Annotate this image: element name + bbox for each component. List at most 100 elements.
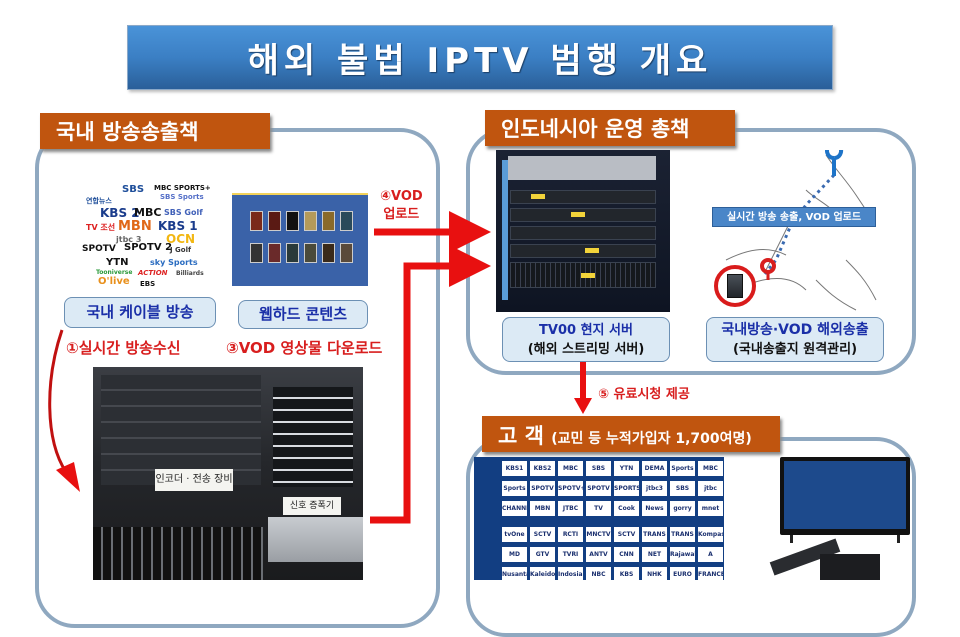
asset-tag <box>581 273 595 278</box>
overseas-broadcast-box: 국내방송·VOD 해외송출 (국내송출지 원격관리) <box>706 317 884 362</box>
movie-poster <box>340 243 353 263</box>
channel-logo: TV 조선 <box>86 223 116 232</box>
korea-pin-icon <box>825 150 844 176</box>
movie-poster <box>250 211 263 231</box>
set-top-box <box>820 554 880 580</box>
channel-tile: Kompas <box>698 527 723 542</box>
server-location-icon <box>714 265 756 307</box>
channel-tile: MBN <box>530 501 555 516</box>
asset-tag <box>531 194 545 199</box>
channel-tile: YTN <box>614 461 639 476</box>
step-4-vod-upload: ④VOD 업로드 <box>380 188 423 224</box>
channel-logo: OCN <box>166 232 196 246</box>
patch-panel <box>508 156 656 180</box>
movie-poster <box>268 211 281 231</box>
rack-server <box>510 226 656 240</box>
server-box-line1: TV00 현지 서버 <box>539 323 633 338</box>
channel-logo: O'live <box>98 276 130 287</box>
channel-tile: A <box>698 547 723 562</box>
section-label-customer: 고 객 (교민 등 누적가입자 1,700여명) <box>482 416 780 452</box>
channel-logo: SBS <box>122 184 145 195</box>
channel-tile: TRANS TV <box>642 527 667 542</box>
movie-poster <box>304 211 317 231</box>
server-box-line2: (해외 스트리밍 서버) <box>527 342 645 357</box>
channel-logo: Billiards <box>176 270 204 277</box>
channel-tile: NHK <box>642 567 667 580</box>
movie-poster <box>286 243 299 263</box>
channel-logo: SPOTV 2 <box>124 242 173 253</box>
channel-logo: SBS Sports <box>160 193 204 201</box>
channel-tile: MBC <box>698 461 723 476</box>
channel-tile: Sports <box>502 481 527 496</box>
channel-logo: J Golf <box>170 246 192 254</box>
asset-tag <box>585 248 599 253</box>
channel-tile: SPOTV <box>586 481 611 496</box>
channel-tile: TVRI <box>558 547 583 562</box>
step-4-line1: ④VOD <box>380 189 423 204</box>
encoder-ports <box>93 527 263 580</box>
step-3-vod-download: ③VOD 영상물 다운로드 <box>226 339 383 357</box>
tv-set-image <box>780 457 910 545</box>
channel-tile: SCTV <box>530 527 555 542</box>
channel-tile: FRANCE 24 <box>698 567 723 580</box>
channel-tile: KBS2 <box>530 461 555 476</box>
webhard-screenshot <box>232 193 368 286</box>
map-route-label: 실시간 방송 송출, VOD 업로드 <box>712 207 876 227</box>
channel-tile: ANTV <box>586 547 611 562</box>
channel-tile: News <box>642 501 667 516</box>
channel-tile: KBS <box>614 567 639 580</box>
channel-tile: Nusantara <box>502 567 527 580</box>
flow-arrows <box>48 211 592 524</box>
server-icon <box>727 274 743 298</box>
encoder-to-server-arrow <box>370 245 491 524</box>
movie-poster <box>322 211 335 231</box>
channel-tile: SPOTV+ <box>558 481 583 496</box>
channel-tile: DEMA <box>642 461 667 476</box>
movie-poster <box>286 211 299 231</box>
step-4-line2: 업로드 <box>383 207 420 222</box>
channel-tile: Sports <box>670 461 695 476</box>
channel-tile: KBS1 <box>502 461 527 476</box>
channel-tile: tvOne <box>502 527 527 542</box>
channel-tile: Cook <box>614 501 639 516</box>
tv-frame <box>780 457 910 535</box>
stacked-encoders <box>101 375 261 485</box>
channel-logo: jtbc 3 <box>116 235 142 244</box>
channel-logo: 연합뉴스 <box>86 197 112 205</box>
remote-box-line1: 국내방송·VOD 해외송출 <box>721 322 869 338</box>
encoder-sign: 인코더 · 전송 장비 <box>155 469 233 491</box>
step-5-paid-viewing: ⑤ 유료시청 제공 <box>598 387 690 402</box>
customer-label-sub: (교민 등 누적가입자 1,700여명) <box>551 431 752 447</box>
channel-logo: YTN <box>106 257 129 268</box>
stacked-receivers <box>273 387 353 487</box>
channel-tile: MNCTV <box>586 527 611 542</box>
channel-tile: GTV <box>530 547 555 562</box>
channel-tile: mnet <box>698 501 723 516</box>
channel-tile: MD <box>502 547 527 562</box>
movie-poster <box>304 243 317 263</box>
channel-tile: TV CHOSUN <box>586 501 611 516</box>
channel-tile: CNN <box>614 547 639 562</box>
channel-logo: Tooniverse <box>96 269 133 276</box>
channel-tile: SPORTS <box>614 481 639 496</box>
channel-tile: RCTI <box>558 527 583 542</box>
signal-amplifier <box>268 517 363 562</box>
channel-logo: KBS 1 <box>158 219 198 233</box>
rack-server <box>510 208 656 222</box>
channel-logo: MBC <box>134 206 162 219</box>
paid-viewing-arrowhead <box>574 398 592 414</box>
channel-tile: SBS <box>586 461 611 476</box>
channel-tile: SPOTV <box>530 481 555 496</box>
step-1-live-receive: ①실시간 방송수신 <box>66 339 181 357</box>
storage-array <box>510 262 656 288</box>
channel-tile: jtbc <box>698 481 723 496</box>
rack-server <box>510 244 656 258</box>
channel-logo: MBC SPORTS+ <box>154 184 211 192</box>
channel-tile: NET <box>642 547 667 562</box>
channel-tile: SCTV <box>614 527 639 542</box>
channel-tile: jtbc3 <box>642 481 667 496</box>
channel-tile: Kaleidoskop <box>530 567 555 580</box>
webhard-content-box: 웹하드 콘텐츠 <box>238 300 368 329</box>
remote-box-line2: (국내송출지 원격관리) <box>732 342 858 357</box>
